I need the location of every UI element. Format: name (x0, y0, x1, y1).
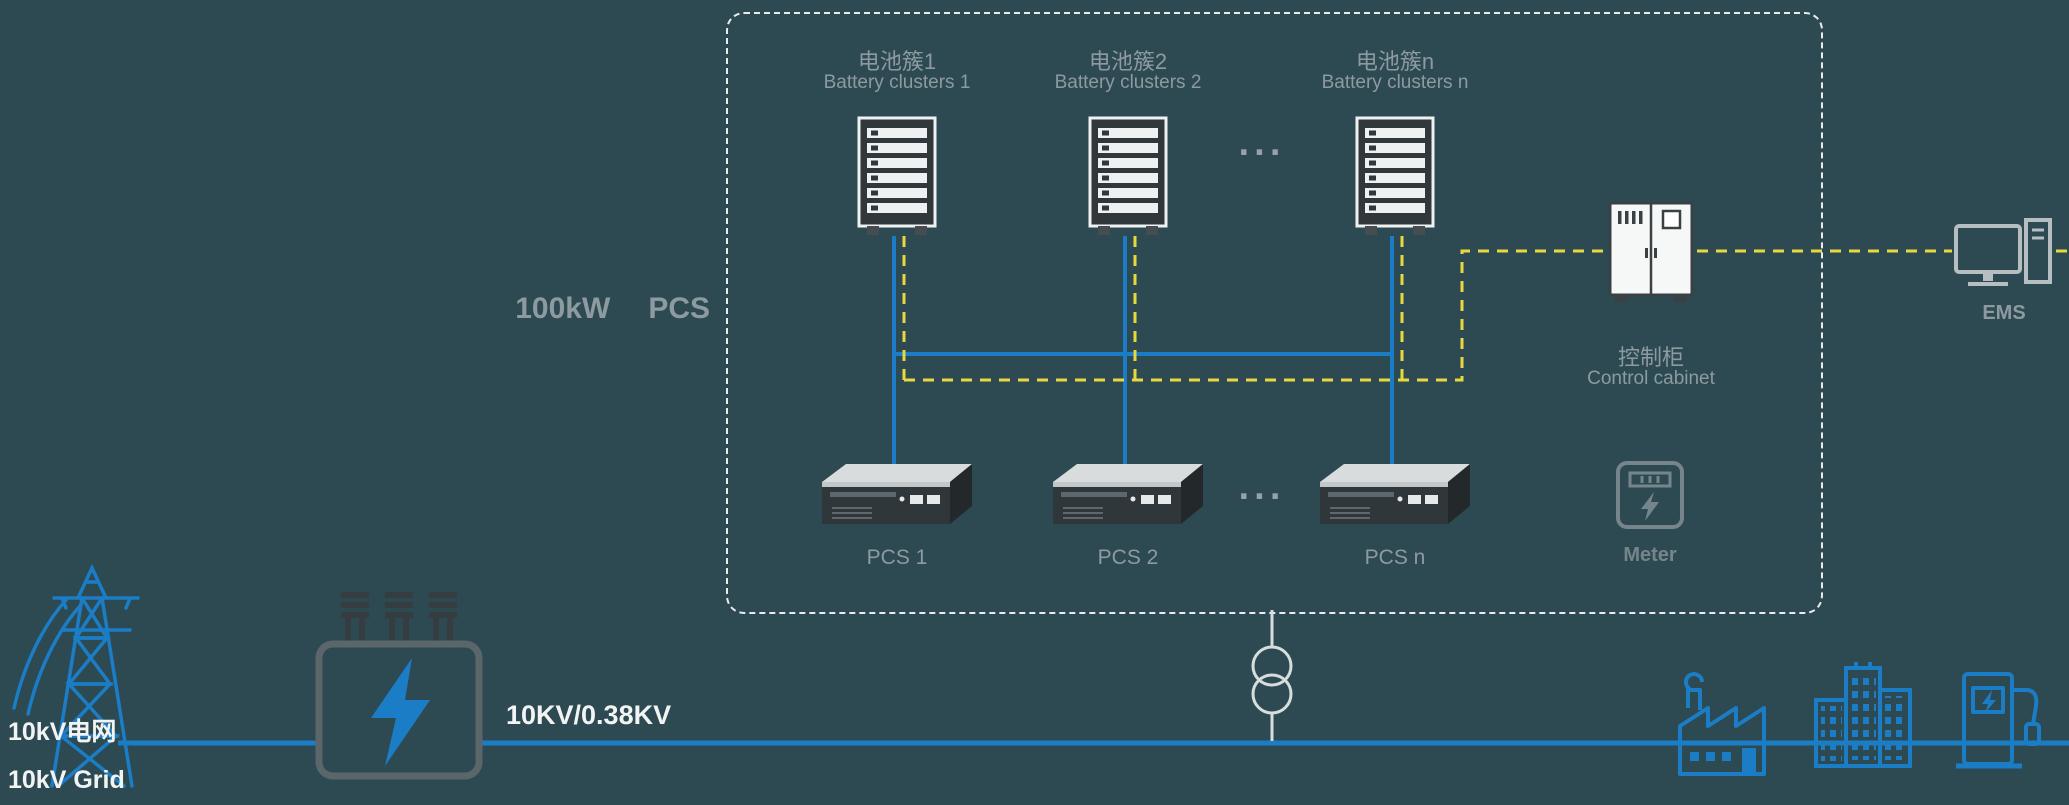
ems-label: EMS (1982, 302, 2026, 324)
battery-rack-icon (857, 116, 937, 235)
control-cabinet-icon (1608, 201, 1694, 302)
transformer-ratio-label: 10KV/0.38KV (506, 700, 672, 730)
system-boundary-box (726, 12, 1823, 614)
meter-label: Meter (1623, 544, 1677, 566)
ev-charger-icon (1956, 672, 2041, 769)
control-cabinet-label-zh: 控制柜 (1617, 345, 1684, 370)
pcs-inverter-icon (1320, 464, 1470, 524)
pcs-group-label: 100kW PCS (495, 292, 710, 326)
grid-label-zh: 10kV电网 (8, 718, 117, 746)
pcs-inverter-icon (822, 464, 972, 524)
pcs-n-label: PCS n (1364, 546, 1426, 569)
transformer-icon (315, 592, 483, 780)
battery-cluster-2-label-zh: 电池簇2 (1088, 49, 1168, 74)
communication-lines (902, 236, 2069, 382)
dc-power-lines (892, 236, 1394, 464)
buildings-icon (1814, 662, 1912, 768)
pcs-inverter-icon (1053, 464, 1203, 524)
pcs-2-label: PCS 2 (1097, 546, 1159, 569)
lightning-bolt-icon (371, 658, 430, 766)
pcs-ellipsis: ··· (1238, 476, 1286, 518)
battery-cluster-n-label-en: Battery clusters n (1321, 72, 1469, 93)
transformer-symbol (1251, 610, 1293, 741)
grid-label-en: 10kV Grid (8, 766, 125, 794)
battery-cluster-1-label-zh: 电池簇1 (857, 49, 937, 74)
pcs-1-label: PCS 1 (866, 546, 928, 569)
battery-rack-icon (1088, 116, 1168, 235)
lightning-bolt-icon (1982, 690, 1996, 713)
battery-cluster-1-label-en: Battery clusters 1 (823, 72, 971, 93)
ems-computer-icon (1954, 218, 2052, 286)
pcs-group-power: 100kW (515, 292, 611, 325)
control-cabinet-label-en: Control cabinet (1587, 368, 1715, 389)
grid-tower-icon (12, 563, 140, 788)
meter-icon (1616, 461, 1684, 529)
pcs-group-pcs: PCS (648, 292, 710, 325)
battery-rack-icon (1355, 116, 1435, 235)
battery-cluster-n-label-zh: 电池簇n (1355, 49, 1435, 74)
battery-cluster-2-label-en: Battery clusters 2 (1054, 72, 1202, 93)
battery-ellipsis: ··· (1238, 132, 1286, 174)
factory-icon (1678, 672, 1766, 776)
